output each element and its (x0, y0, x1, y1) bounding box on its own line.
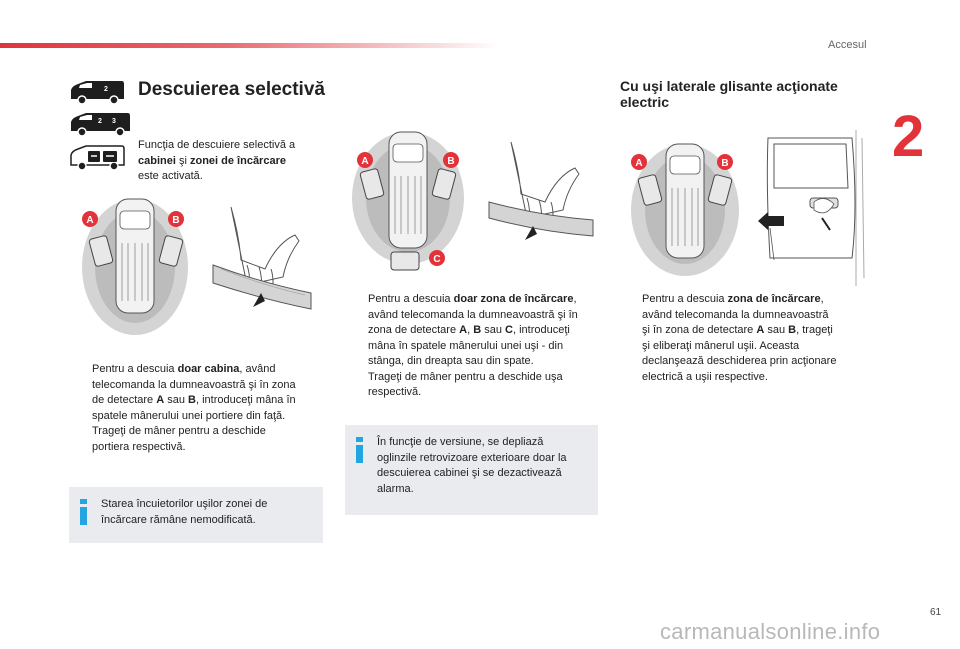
zone-label-a: A (361, 156, 368, 167)
detection-zone-sliding-illustration: A B (631, 143, 739, 276)
svg-text:3: 3 (112, 118, 116, 125)
van-short-icon: 2 (71, 81, 124, 105)
zone-label-b: B (721, 158, 728, 169)
list-item: Pentru a descuia doar zona de încărcare,… (368, 293, 578, 367)
svg-text:2: 2 (98, 118, 102, 125)
sliding-door-steps: Pentru a descuia zona de încărcare, avân… (620, 292, 880, 385)
page-title: Descuierea selectivă (138, 79, 325, 100)
watermark-text: carmanualsonline.info (660, 619, 881, 644)
info-box-cargo-locks: Starea încuietorilor uşilor zonei de înc… (69, 487, 323, 543)
info-icon (355, 437, 364, 463)
list-item: Pentru a descuia doar cabina, având tele… (92, 363, 296, 422)
info-icon (79, 499, 88, 525)
zone-label-a: A (86, 215, 93, 226)
detection-zone-cargo-illustration: A B C (352, 131, 464, 271)
chapter-number: 2 (892, 104, 925, 169)
zone-label-a: A (635, 158, 642, 169)
sliding-door-handle-illustration (758, 130, 868, 286)
header-accent-bar (0, 43, 500, 48)
intro-paragraph: Funcţia de descuiere selectivă a cabinei… (138, 139, 296, 182)
list-item: Pentru a descuia zona de încărcare, avân… (642, 293, 837, 383)
list-item: Trageţi de mâner pentru a deschide porti… (92, 425, 266, 453)
info-box-mirrors: În funcţie de versiune, se depliază ogli… (345, 425, 598, 515)
hand-on-handle-illustration (212, 206, 312, 310)
cab-unlock-steps: Pentru a descuia doar cabina, având tele… (70, 362, 330, 455)
zone-label-b: B (172, 215, 179, 226)
svg-text:2: 2 (104, 86, 108, 93)
detection-zone-cab-illustration: A B (82, 198, 188, 335)
list-item: Trageţi de mâner pentru a deschide uşa r… (368, 370, 563, 399)
section-title: Accesul (828, 39, 867, 51)
zone-label-c: C (433, 254, 440, 265)
cargo-unlock-steps: Pentru a descuia doar zona de încărcare,… (346, 292, 606, 401)
hand-on-cargo-handle-illustration (488, 141, 594, 240)
zone-label-b: B (447, 156, 454, 167)
page-number: 61 (930, 607, 942, 618)
van-lock-icon (70, 145, 125, 171)
van-long-icon: 2 3 (71, 113, 130, 137)
